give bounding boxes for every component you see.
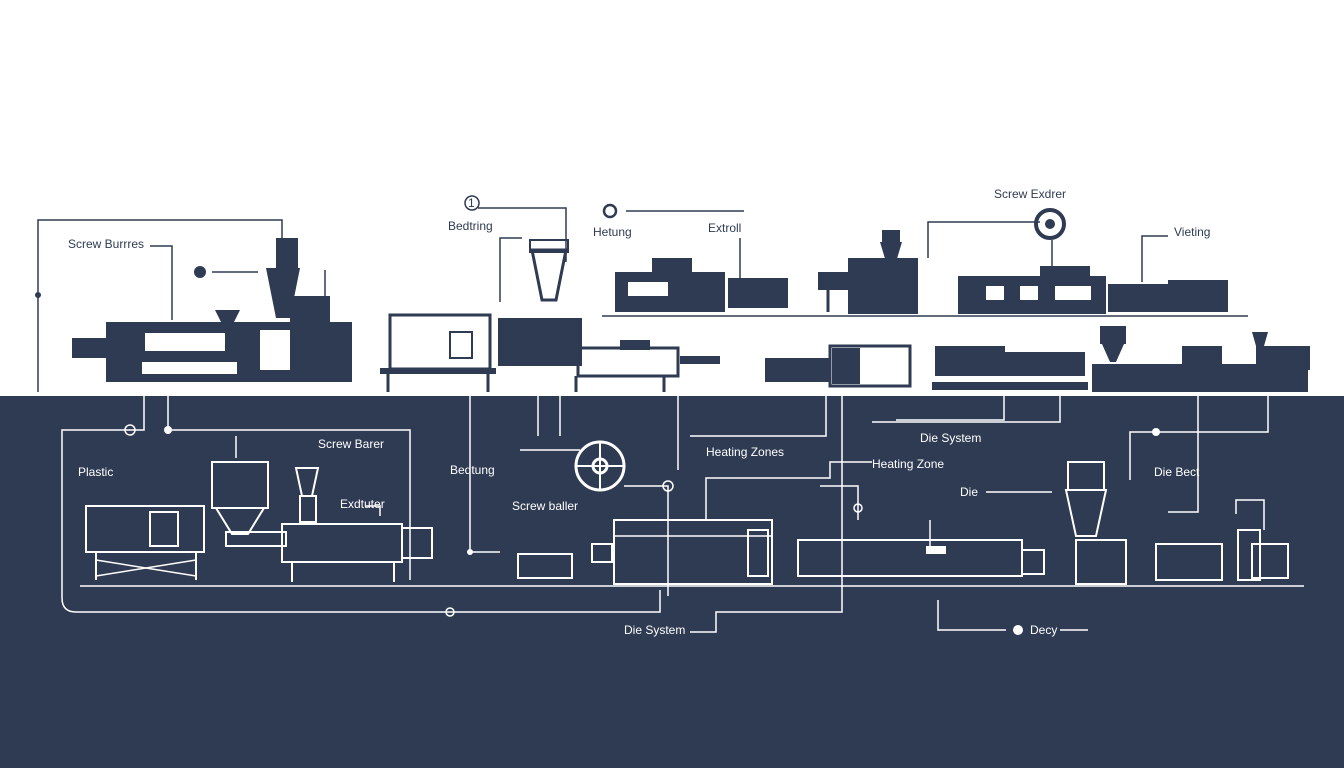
connector-node — [124, 424, 136, 436]
connector-screw-exdrer — [927, 221, 1040, 258]
label-decy: Decy — [1030, 623, 1057, 637]
connector-extruder — [366, 505, 381, 516]
extruder-machine-lower-1 — [85, 461, 433, 582]
connector-outline-left — [37, 219, 283, 392]
label-extroll: Extroll — [708, 221, 741, 235]
label-die-system: Die System — [920, 431, 981, 445]
connector-node — [164, 426, 172, 434]
extruder-machine-a — [72, 238, 352, 382]
valve-icon — [662, 480, 674, 492]
extruder-machine-lower-4 — [1064, 461, 1289, 585]
connector-loop-left — [61, 396, 661, 613]
connector-vieting — [1141, 235, 1168, 282]
gear-icon — [602, 203, 618, 219]
connector-die-system-line — [872, 396, 1061, 423]
connector-screw-burrres — [150, 245, 173, 320]
connector-die-bect — [1129, 396, 1269, 480]
connector-bedtring-top — [478, 207, 567, 262]
label-screw-burrres: Screw Burrres — [68, 237, 144, 251]
label-hetung: Hetung — [593, 225, 632, 239]
connector-top-left — [167, 396, 411, 580]
connector-heating-zone-b — [820, 485, 859, 520]
connector-gear — [624, 485, 669, 596]
label-heating-zones: Heating Zones — [706, 445, 784, 459]
label-die-system-bottom: Die System — [624, 623, 685, 637]
lower-panel — [0, 396, 1344, 768]
extruder-machine-lower-3 — [797, 539, 1045, 577]
label-screw-baller: Screw baller — [512, 499, 578, 513]
label-die: Die — [960, 485, 978, 499]
connector-vertical — [1235, 499, 1265, 530]
extruder-machine-lower-2 — [517, 519, 773, 585]
gear-icon — [194, 266, 206, 278]
connector-heating-zone — [705, 461, 872, 520]
gear-icon — [574, 440, 626, 492]
connector-drop — [1168, 396, 1199, 513]
label-extruder: Exdtuter — [340, 497, 385, 511]
extruder-machine-b — [380, 239, 720, 392]
label-bedtring: Bedtring — [448, 219, 493, 233]
connector-bedtring — [499, 237, 522, 302]
label-vieting: Vieting — [1174, 225, 1210, 239]
connector-decy — [937, 600, 1006, 631]
extruder-machine-d — [818, 230, 918, 314]
connector-heating-zones — [690, 396, 827, 437]
label-die-bect: Die Bect — [1154, 465, 1200, 479]
connector-node — [445, 607, 455, 617]
extruder-machine-c — [615, 258, 788, 312]
label-step-badge: 1 — [468, 196, 475, 210]
gear-icon — [1034, 208, 1066, 240]
step-badge — [464, 195, 480, 211]
label-screw-barer: Screw Barer — [318, 437, 384, 451]
extruder-machine-e — [958, 266, 1228, 314]
connector-node — [1152, 428, 1160, 436]
extruder-machine-g — [932, 346, 1088, 390]
connector-die-system-top — [896, 396, 1005, 421]
extruder-machine-f — [765, 344, 912, 388]
extruder-machine-h — [1092, 326, 1310, 392]
label-plastic: Plastic — [78, 465, 113, 479]
label-heating-zone: Heating Zone — [872, 457, 944, 471]
connector-node — [35, 292, 41, 298]
label-screw-exdrer: Screw Exdrer — [994, 187, 1066, 201]
gear-icon — [1013, 625, 1023, 635]
connector-node — [853, 503, 863, 513]
label-bedtung: Bedtung — [450, 463, 495, 477]
